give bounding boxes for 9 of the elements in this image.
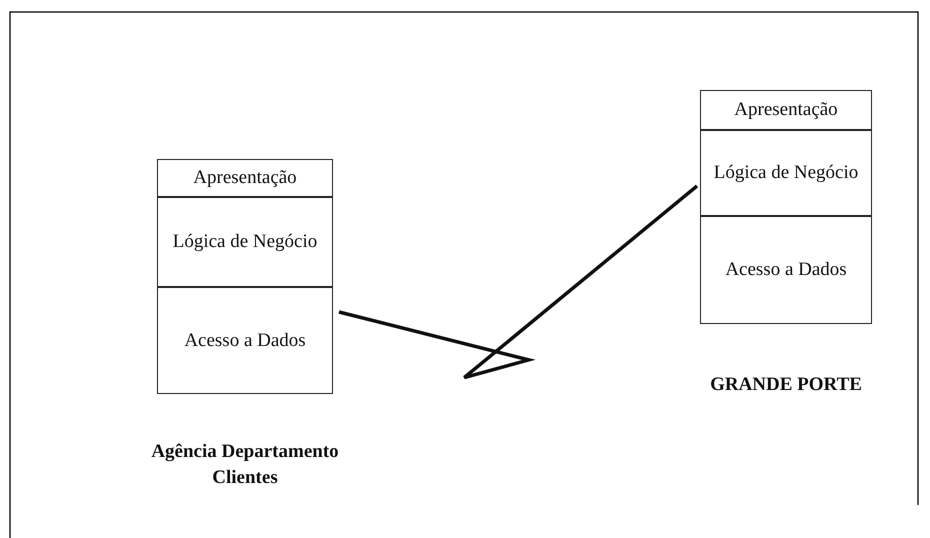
stack-caption: GRANDE PORTE (709, 373, 863, 397)
layer-box: Apresentação (157, 159, 333, 197)
layer-box: Acesso a Dados (700, 216, 872, 324)
layer-box: Lógica de Negócio (700, 130, 872, 216)
layer-box: Apresentação (700, 90, 872, 130)
layer-box: Lógica de Negócio (157, 197, 333, 287)
layer-box: Acesso a Dados (157, 287, 333, 394)
connection-line (338, 184, 698, 380)
stack-caption: Agência Departamento Clientes (150, 440, 340, 490)
